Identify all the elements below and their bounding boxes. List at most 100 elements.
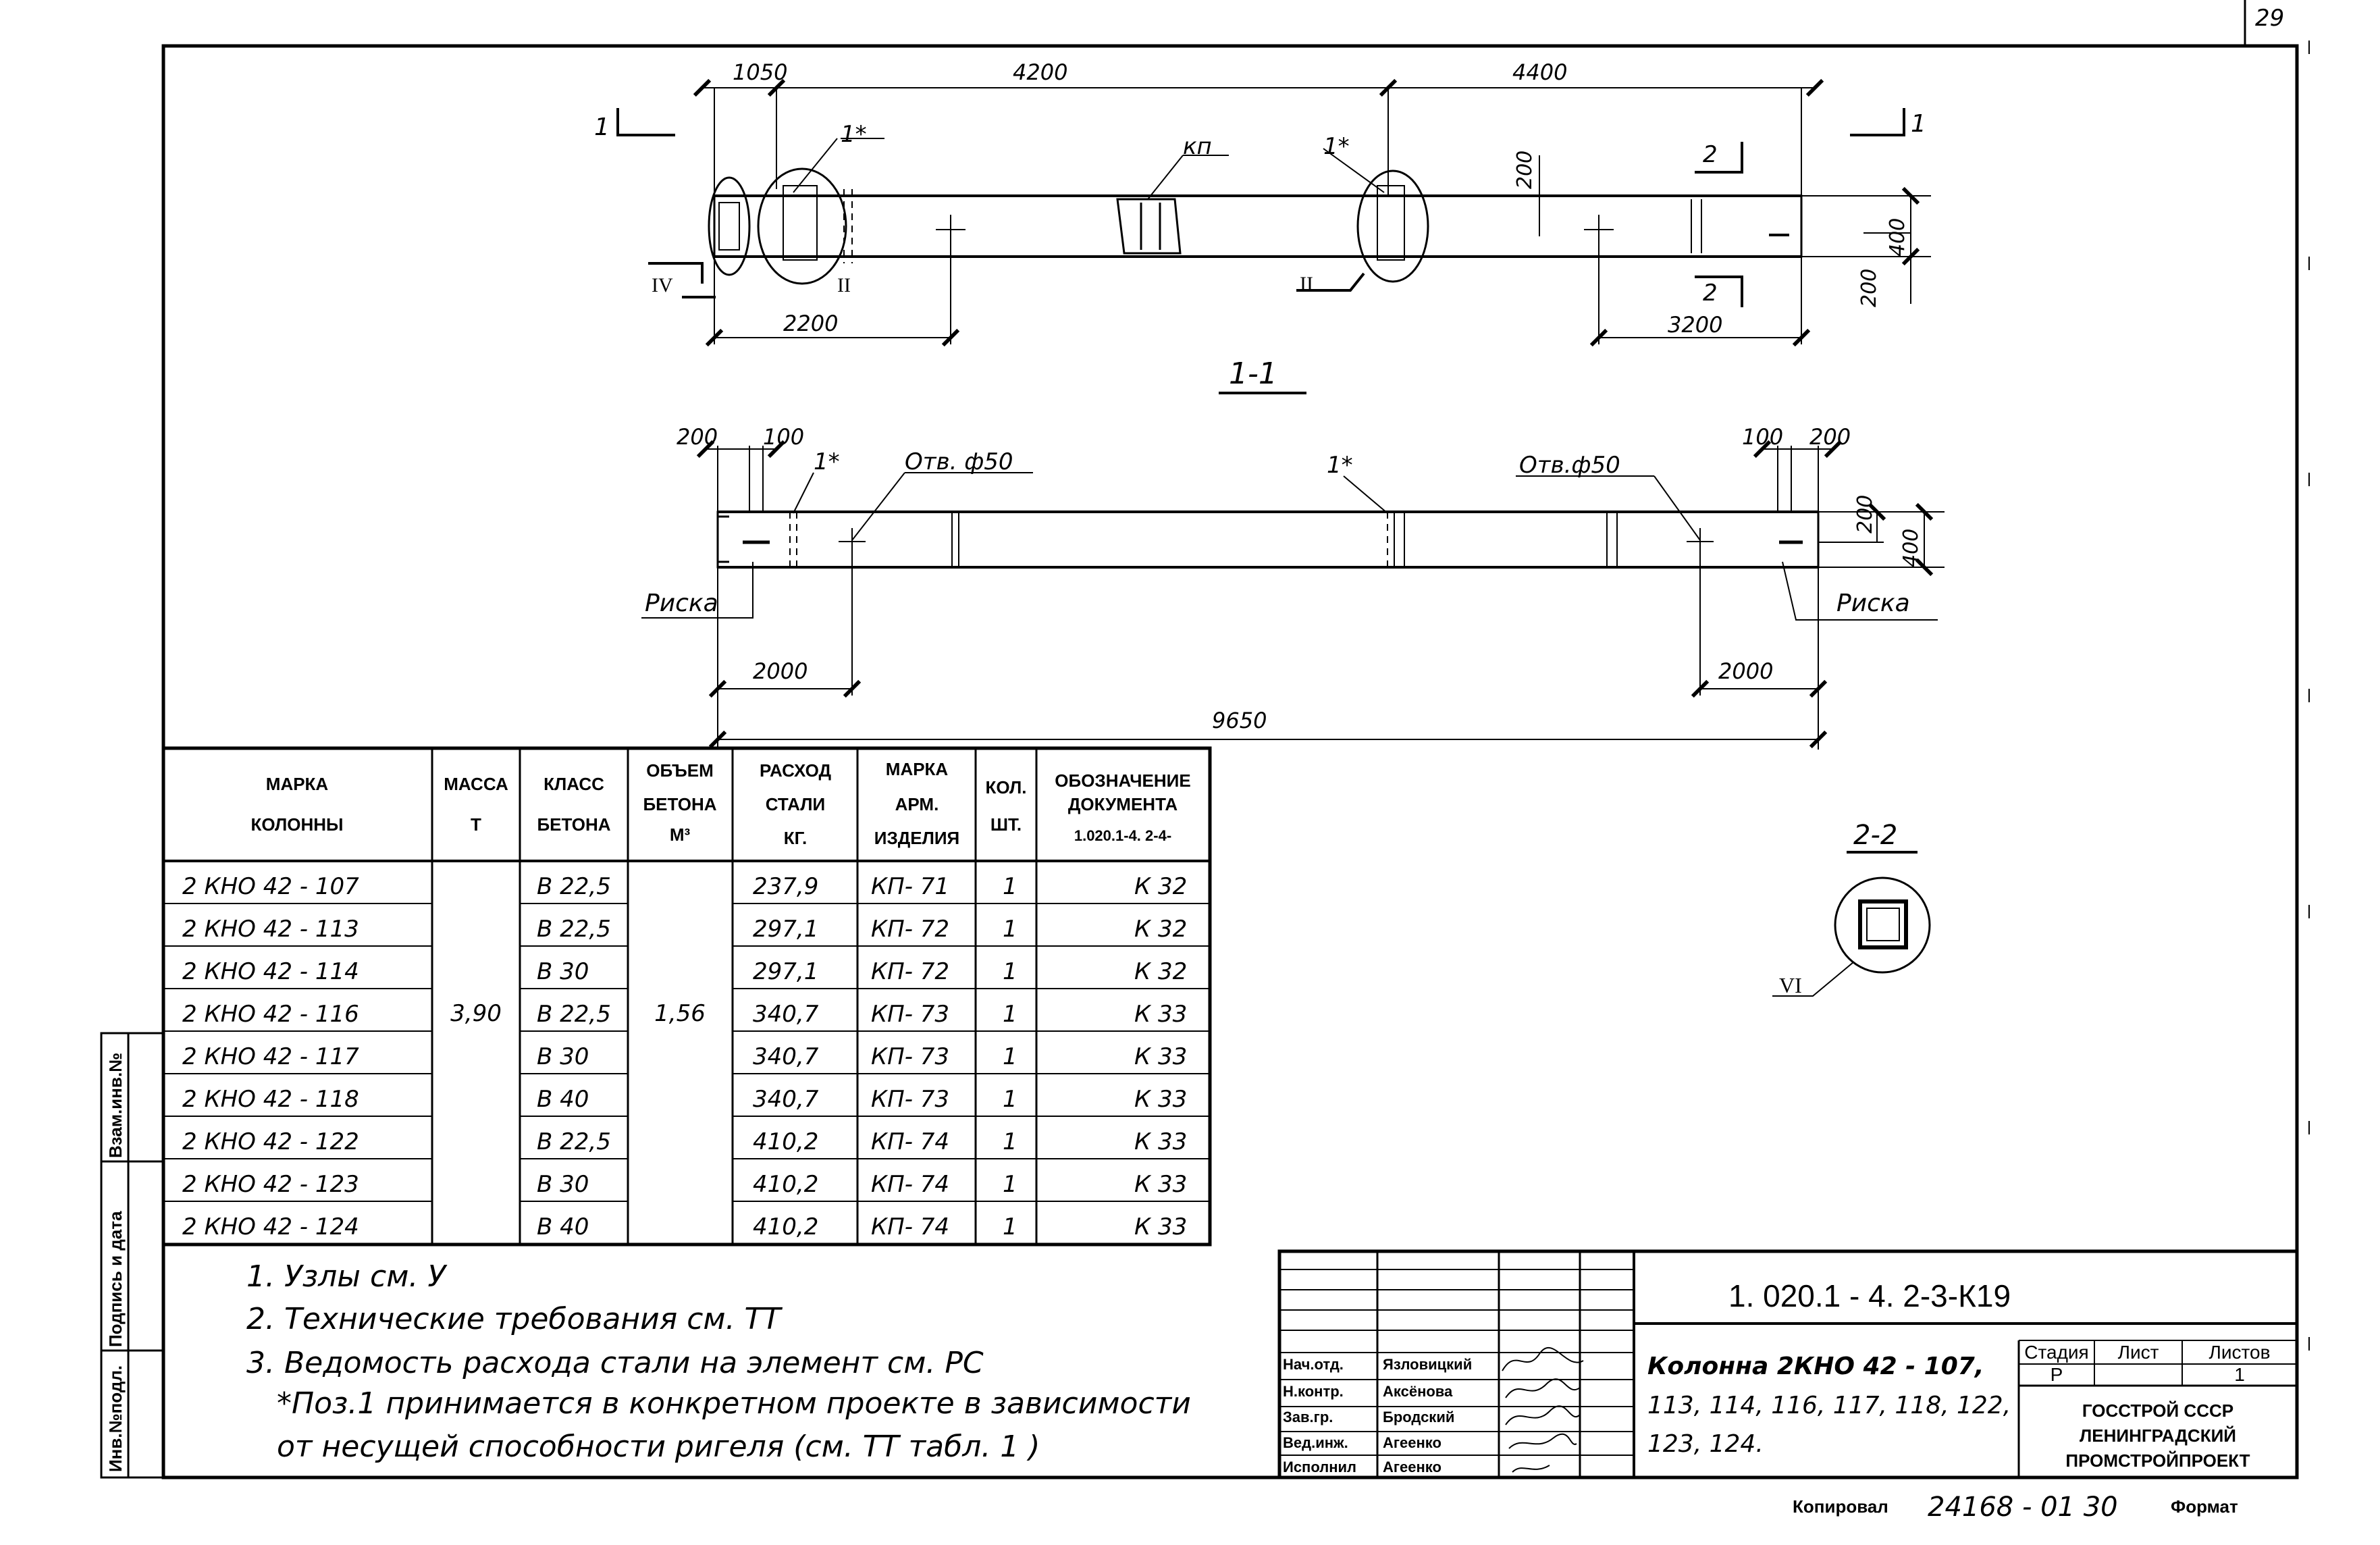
cell-klass: В 30 — [537, 958, 589, 985]
section-1-1-title: 1-1 — [1229, 357, 1277, 391]
header-arm-2: АРМ. — [895, 794, 939, 814]
header-rashod-2: СТАЛИ — [766, 794, 825, 814]
cell-arm: КП- 74 — [871, 1213, 949, 1240]
section-1-right: 1 — [1911, 110, 1926, 138]
cell-doc: К 33 — [1134, 1086, 1187, 1113]
signature-4 — [1508, 1433, 1577, 1449]
table-headers: МАРКА КОЛОННЫ МАССА Т КЛАСС БЕТОНА ОБЪЕМ… — [251, 759, 1191, 848]
cell-kol: 1 — [1003, 1043, 1017, 1070]
section-1-left: 1 — [594, 113, 610, 141]
section-2-top: 2 — [1703, 141, 1718, 168]
org-line-2: ЛЕНИНГРАДСКИЙ — [2080, 1425, 2236, 1446]
label-riska-right: Риска — [1836, 590, 1910, 617]
header-kol-2: ШТ. — [990, 814, 1022, 835]
cell-klass: В 22,5 — [537, 1001, 611, 1028]
top-view-centers — [936, 215, 1614, 244]
table-row: 2 КНО 42 - 114 В 30 297,1 КП- 72 1 К 32 — [182, 958, 1187, 985]
spec-table — [161, 746, 1212, 1247]
cell-marka: 2 КНО 42 - 113 — [182, 916, 359, 943]
top-view-dims — [693, 78, 1931, 347]
mark-II-a: II — [837, 274, 851, 296]
cell-arm: КП- 73 — [871, 1001, 949, 1028]
note-2: 2. Технические требования см. ТТ — [246, 1302, 783, 1336]
copied-label: Копировал — [1793, 1496, 1888, 1517]
header-obem-3: М³ — [670, 824, 691, 845]
header-rashod-1: РАСХОД — [760, 760, 832, 781]
cell-volume: 1,56 — [654, 1000, 706, 1027]
mark-1star-side-a: 1* — [814, 448, 840, 475]
dim-4400: 4400 — [1512, 59, 1567, 85]
cell-doc: К 32 — [1134, 873, 1187, 900]
header-arm-3: ИЗДЕЛИЯ — [874, 828, 959, 848]
label-riska-left: Риска — [645, 590, 718, 617]
dim-200-top-b: 200 — [1857, 269, 1881, 307]
cell-doc: К 33 — [1134, 1001, 1187, 1028]
stadia-label: Стадия — [2024, 1342, 2088, 1363]
cell-rashod: 297,1 — [753, 916, 818, 943]
label-hole-right: Отв.ф50 — [1519, 452, 1620, 479]
cell-rashod: 340,7 — [753, 1086, 819, 1113]
dim-4200: 4200 — [1013, 59, 1067, 85]
side-view-dims — [696, 440, 1945, 750]
note-1: 1. Узлы см. У — [246, 1259, 448, 1294]
label-hole-left: Отв. ф50 — [905, 448, 1013, 475]
header-massa-2: Т — [471, 814, 481, 835]
cell-doc: К 33 — [1134, 1128, 1187, 1155]
cell-kol: 1 — [1003, 1128, 1017, 1155]
title-line-1: Колонна 2КНО 42 - 107, — [1647, 1353, 1984, 1380]
cell-klass: В 30 — [537, 1171, 589, 1198]
org-line-1: ГОССТРОЙ СССР — [2082, 1400, 2233, 1421]
table-row: 2 КНО 42 - 117 В 30 340,7 КП- 73 1 К 33 — [182, 1043, 1187, 1070]
header-arm-1: МАРКА — [886, 759, 949, 779]
header-klass-2: БЕТОНА — [537, 814, 610, 835]
role-zav-gr: Зав.гр. — [1283, 1409, 1333, 1425]
dim-9650: 9650 — [1212, 708, 1267, 733]
header-marka-2: КОЛОННЫ — [251, 814, 344, 835]
section-2-2-view — [1772, 851, 1931, 997]
cell-arm: КП- 71 — [871, 873, 949, 900]
dim-1050: 1050 — [733, 59, 787, 85]
header-obem-1: ОБЪЕМ — [646, 760, 714, 781]
side-view-holes — [839, 528, 1714, 555]
cell-doc: К 33 — [1134, 1213, 1187, 1240]
cell-rashod: 410,2 — [753, 1213, 818, 1240]
mark-II-b: II — [1300, 273, 1313, 295]
section-2-2-title: 2-2 — [1853, 820, 1897, 851]
cell-rashod: 340,7 — [753, 1043, 819, 1070]
cell-klass: В 22,5 — [537, 916, 611, 943]
cell-klass: В 30 — [537, 1043, 589, 1070]
cell-kol: 1 — [1003, 1086, 1017, 1113]
table-row: 2 КНО 42 - 113 В 22,5 297,1 КП- 72 1 К 3… — [182, 916, 1187, 943]
cell-doc: К 33 — [1134, 1043, 1187, 1070]
dim-3200: 3200 — [1668, 312, 1722, 338]
dim-2200: 2200 — [783, 311, 838, 336]
name-5: Агеенко — [1383, 1459, 1442, 1475]
cell-rashod: 410,2 — [753, 1171, 818, 1198]
list-label: Лист — [2118, 1342, 2159, 1363]
cell-kol: 1 — [1003, 1213, 1017, 1240]
mark-1star-top-b: 1* — [1323, 133, 1350, 160]
header-rashod-3: КГ. — [784, 828, 808, 848]
column-top-view — [708, 167, 1803, 285]
notes: 1. Узлы см. У 2. Технические требования … — [246, 1259, 1191, 1464]
role-nach-otd: Нач.отд. — [1283, 1356, 1344, 1373]
vzam-inv-label: Взам.инв.№ — [105, 1053, 126, 1158]
inv-podl-label: Инв.№подл. — [105, 1365, 126, 1472]
header-klass-1: КЛАСС — [544, 774, 604, 794]
cell-doc: К 32 — [1134, 958, 1187, 985]
left-strip — [100, 1032, 165, 1479]
cell-klass: В 22,5 — [537, 1128, 611, 1155]
cell-kol: 1 — [1003, 958, 1017, 985]
cell-arm: КП- 73 — [871, 1086, 949, 1113]
table-row: 2 КНО 42 - 122 В 22,5 410,2 КП- 74 1 К 3… — [182, 1128, 1187, 1155]
header-obem-2: БЕТОНА — [643, 794, 716, 814]
table-row: 2 КНО 42 - 107 В 22,5 237,9 КП- 71 1 К 3… — [182, 873, 1187, 900]
signature-5 — [1512, 1465, 1550, 1473]
header-marka-1: МАРКА — [266, 774, 329, 794]
doc-code: 1. 020.1 - 4. 2-3-К19 — [1728, 1278, 2011, 1313]
header-doc-3: 1.020.1-4. 2-4- — [1074, 827, 1171, 844]
name-3: Бродский — [1383, 1409, 1454, 1425]
role-ispolnil: Исполнил — [1283, 1459, 1356, 1475]
title-block-roles: Нач.отд. Н.контр. Зав.гр. Вед.инж. Испол… — [1283, 1356, 1472, 1475]
cell-arm: КП- 72 — [871, 916, 949, 943]
